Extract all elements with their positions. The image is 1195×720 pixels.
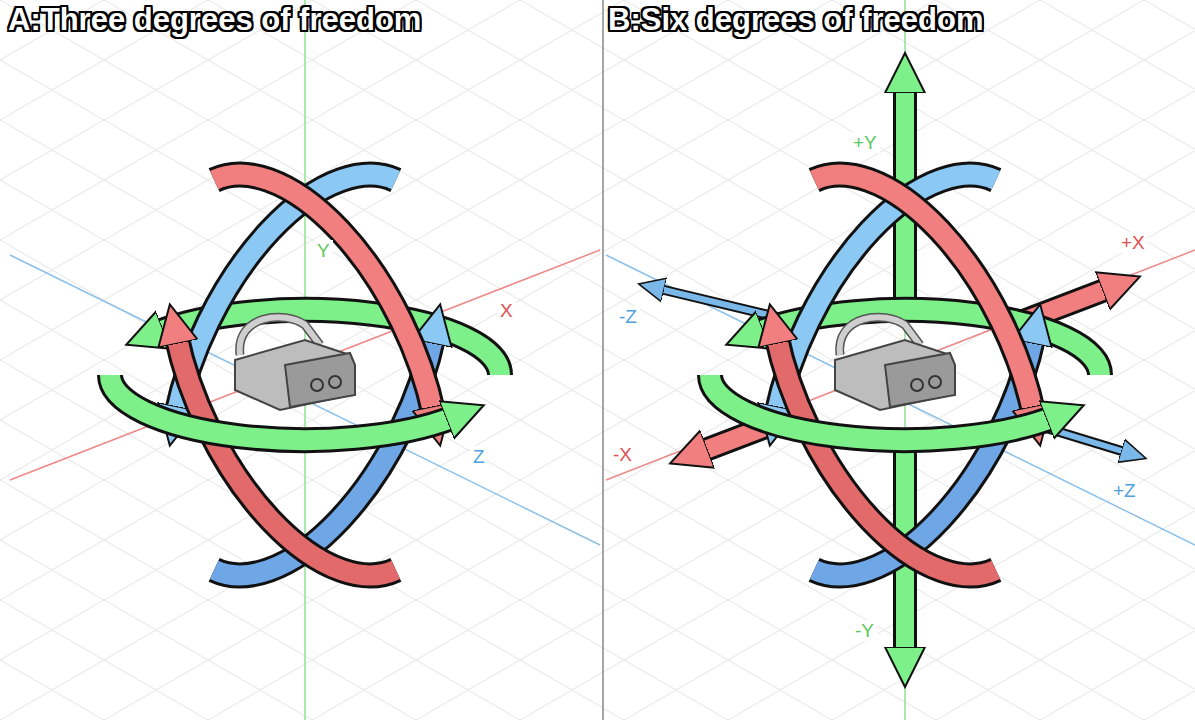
panel-title: A:Three degrees of freedom [8,2,421,38]
axis-label: -Y [852,620,877,641]
axis-label: X [497,300,516,321]
axis-label: -Z [616,306,640,327]
axis-label: +X [1118,232,1148,253]
axis-label: Z [470,446,488,467]
panel-title: B:Six degrees of freedom [608,2,984,38]
axis-label: Y [314,240,333,261]
axis-label: -X [610,444,635,465]
axis-label: +Y [850,132,880,153]
axis-label: +Z [1110,480,1139,501]
